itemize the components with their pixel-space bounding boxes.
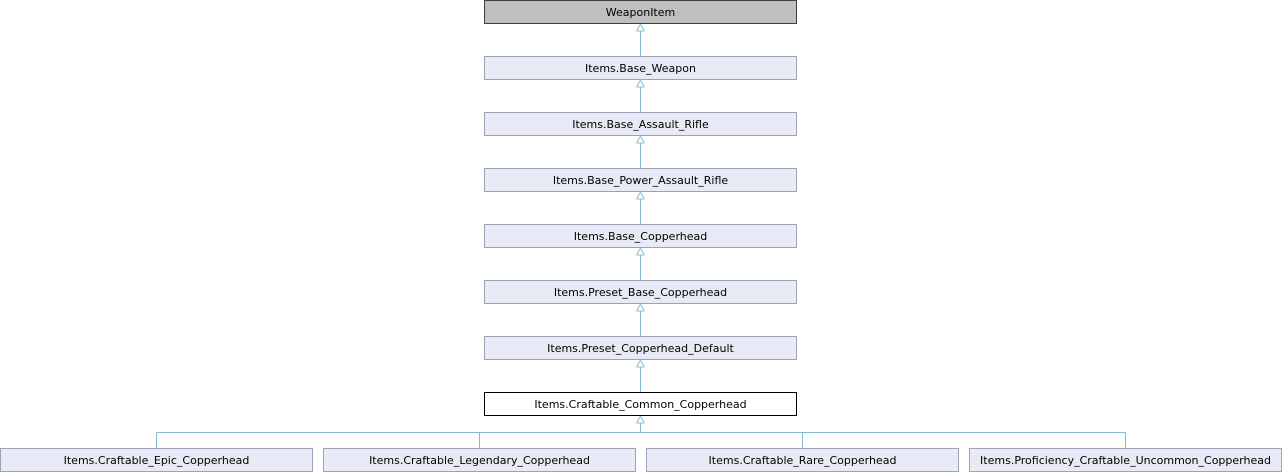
node-base-assault-rifle[interactable]: Items.Base_Assault_Rifle — [484, 112, 797, 136]
node-craftable-rare-copperhead[interactable]: Items.Craftable_Rare_Copperhead — [646, 448, 959, 472]
node-base-weapon[interactable]: Items.Base_Weapon — [484, 56, 797, 80]
node-craftable-epic-copperhead[interactable]: Items.Craftable_Epic_Copperhead — [0, 448, 313, 472]
node-proficiency-craftable-uncommon-copperhead[interactable]: Items.Proficiency_Craftable_Uncommon_Cop… — [969, 448, 1282, 472]
node-craftable-common-copperhead: Items.Craftable_Common_Copperhead — [484, 392, 797, 416]
node-craftable-legendary-copperhead[interactable]: Items.Craftable_Legendary_Copperhead — [323, 448, 636, 472]
node-weapon-item: WeaponItem — [484, 0, 797, 24]
node-base-copperhead[interactable]: Items.Base_Copperhead — [484, 224, 797, 248]
node-base-power-assault-rifle[interactable]: Items.Base_Power_Assault_Rifle — [484, 168, 797, 192]
node-preset-copperhead-default[interactable]: Items.Preset_Copperhead_Default — [484, 336, 797, 360]
node-preset-base-copperhead[interactable]: Items.Preset_Base_Copperhead — [484, 280, 797, 304]
